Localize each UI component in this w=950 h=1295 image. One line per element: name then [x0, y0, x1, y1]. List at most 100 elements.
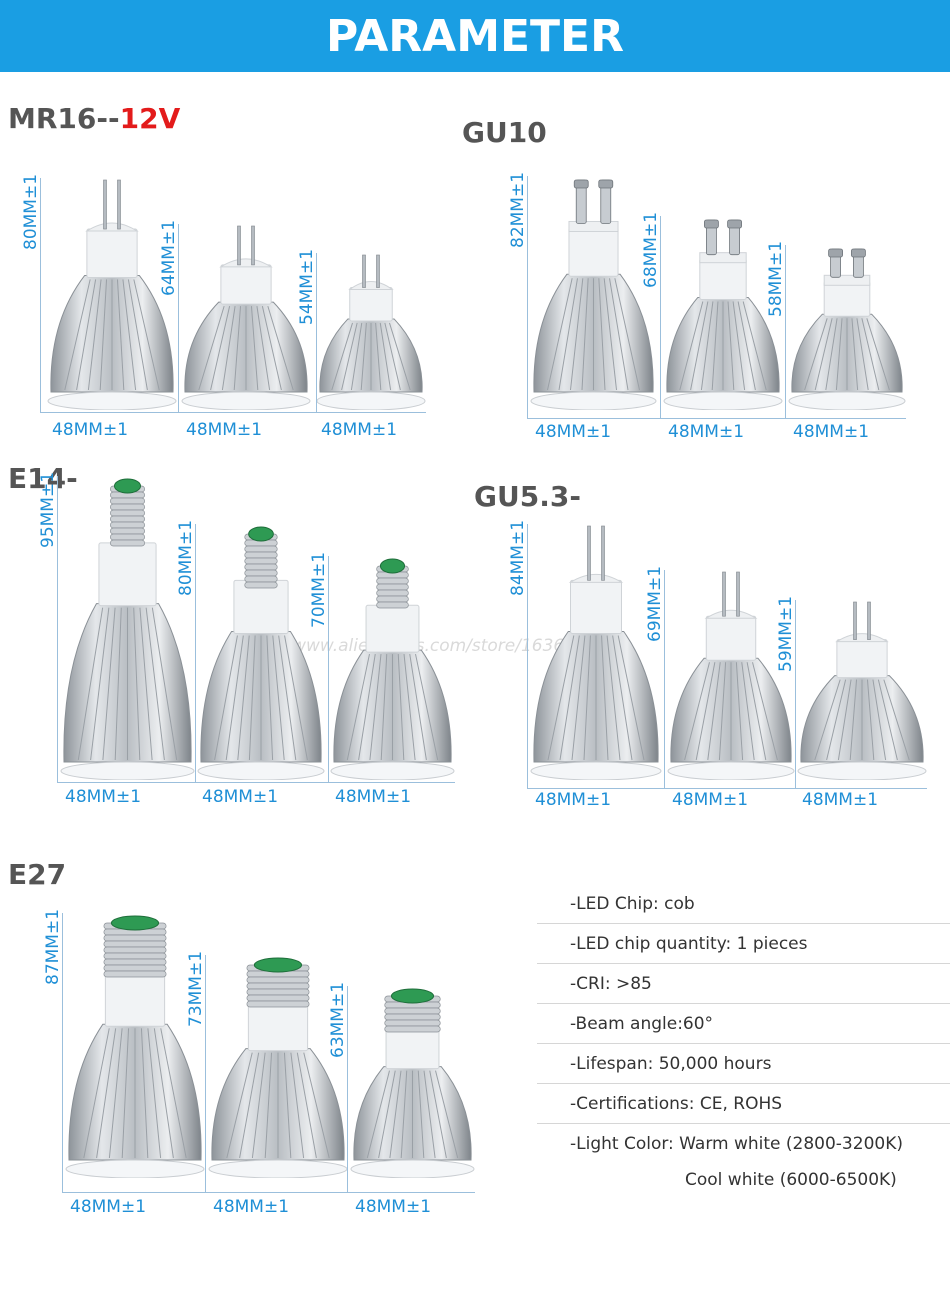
- group-title-text: GU10: [462, 116, 547, 149]
- bulb-neck: [568, 226, 619, 277]
- group-title-e14: E14-: [8, 462, 78, 495]
- height-label: 80MM±1: [21, 173, 41, 250]
- height-label: 95MM±1: [38, 471, 58, 548]
- group-title-mr16: MR16--12V: [8, 102, 180, 135]
- height-label: 69MM±1: [645, 565, 665, 642]
- led-bulb-gu10-2: [663, 219, 783, 410]
- height-dimension-line: [527, 176, 528, 418]
- spec-text: -Light Color: Warm white (2800-3200K): [570, 1134, 903, 1154]
- bulb-neck: [247, 1003, 309, 1052]
- bulb-rim: [350, 1159, 475, 1178]
- spec-row-chip-quantity: -LED chip quantity: 1 pieces: [537, 924, 950, 964]
- led-bulb-e27-1: [65, 915, 205, 1178]
- bulb-rim: [181, 391, 311, 410]
- bulb-rim: [47, 391, 177, 410]
- dimension-baseline: [527, 788, 927, 789]
- bulb-rim: [788, 391, 906, 410]
- spec-row-beam-angle: -Beam angle:60°: [537, 1004, 950, 1044]
- green-contact-cap: [248, 526, 274, 542]
- bulb-rim: [65, 1159, 205, 1178]
- height-dimension-line: [62, 913, 63, 1192]
- bulb-neck: [705, 615, 757, 661]
- height-dimension-line: [57, 476, 58, 782]
- height-label: 63MM±1: [328, 981, 348, 1058]
- width-label: 48MM±1: [672, 790, 749, 810]
- bulb-rim: [667, 761, 795, 780]
- width-label: 48MM±1: [213, 1197, 290, 1217]
- group-title-text: GU5.3-: [474, 480, 581, 513]
- width-label: 48MM±1: [52, 420, 129, 440]
- bulb-neck: [836, 639, 888, 679]
- bulb-neck: [569, 579, 623, 635]
- led-bulb-gu53-2: [667, 571, 795, 780]
- width-label: 48MM±1: [70, 1197, 147, 1217]
- bulb-neck: [98, 542, 157, 607]
- height-dimension-line: [664, 570, 665, 788]
- led-bulb-e14-2: [197, 526, 325, 780]
- height-label: 73MM±1: [186, 950, 206, 1027]
- height-label: 59MM±1: [776, 595, 796, 672]
- page-title: PARAMETER: [326, 10, 624, 62]
- height-label: 70MM±1: [309, 551, 329, 628]
- spec-list: -LED Chip: cob -LED chip quantity: 1 pie…: [537, 884, 950, 1204]
- spec-row-light-color: -Light Color: Warm white (2800-3200K): [537, 1124, 950, 1164]
- spec-row-light-color-cool: Cool white (6000-6500K): [537, 1164, 950, 1204]
- bulb-neck: [823, 280, 871, 317]
- spec-row-lifespan: -Lifespan: 50,000 hours: [537, 1044, 950, 1084]
- bulb-neck: [86, 228, 138, 278]
- green-contact-cap: [379, 558, 406, 574]
- group-title-gu53: GU5.3-: [474, 480, 581, 513]
- spec-row-cri: -CRI: >85: [537, 964, 950, 1004]
- height-dimension-line: [316, 253, 317, 412]
- spec-text: -Beam angle:60°: [570, 1014, 714, 1034]
- dimension-baseline: [527, 418, 906, 419]
- height-dimension-line: [178, 224, 179, 412]
- height-dimension-line: [347, 986, 348, 1192]
- height-label: 64MM±1: [159, 219, 179, 296]
- group-title-text: E27: [8, 858, 67, 891]
- parameter-banner: PARAMETER: [0, 0, 950, 72]
- led-bulb-gu10-1: [530, 179, 657, 410]
- led-bulb-mr16-2: [181, 225, 311, 410]
- led-bulb-e27-2: [208, 957, 348, 1178]
- width-label: 48MM±1: [321, 420, 398, 440]
- led-bulb-gu53-1: [530, 525, 662, 780]
- height-dimension-line: [205, 955, 206, 1192]
- spec-text: -Lifespan: 50,000 hours: [570, 1054, 772, 1074]
- bulb-rim: [663, 391, 783, 410]
- bulb-rim: [330, 761, 455, 780]
- width-label: 48MM±1: [186, 420, 263, 440]
- height-label: 84MM±1: [508, 519, 528, 596]
- height-dimension-line: [660, 216, 661, 418]
- spec-text: -LED Chip: cob: [570, 894, 695, 914]
- spec-row-certifications: -Certifications: CE, ROHS: [537, 1084, 950, 1124]
- group-title-e27: E27: [8, 858, 66, 891]
- width-label: 48MM±1: [793, 422, 870, 442]
- bulb-neck: [365, 604, 420, 653]
- width-label: 48MM±1: [202, 787, 279, 807]
- height-dimension-line: [527, 524, 528, 788]
- bulb-rim: [60, 761, 195, 780]
- bulb-neck: [220, 264, 272, 305]
- dimension-baseline: [57, 782, 455, 783]
- bulb-rim: [530, 761, 662, 780]
- bulb-rim: [797, 761, 927, 780]
- group-title-text: E14-: [8, 462, 78, 495]
- green-contact-cap: [253, 957, 303, 973]
- group-title-text: MR16--: [8, 102, 120, 135]
- led-bulb-mr16-1: [47, 179, 177, 410]
- bulb-rim: [530, 391, 657, 410]
- dimension-baseline: [62, 1192, 475, 1193]
- height-label: 68MM±1: [641, 211, 661, 288]
- width-label: 48MM±1: [335, 787, 412, 807]
- led-bulb-gu10-3: [788, 248, 906, 410]
- dimension-baseline: [40, 412, 426, 413]
- height-label: 54MM±1: [297, 248, 317, 325]
- green-contact-cap: [110, 915, 160, 931]
- bulb-neck: [104, 970, 166, 1027]
- bulb-neck: [699, 258, 747, 300]
- height-dimension-line: [785, 245, 786, 418]
- spec-text: -LED chip quantity: 1 pieces: [570, 934, 808, 954]
- width-label: 48MM±1: [65, 787, 142, 807]
- height-label: 58MM±1: [766, 240, 786, 317]
